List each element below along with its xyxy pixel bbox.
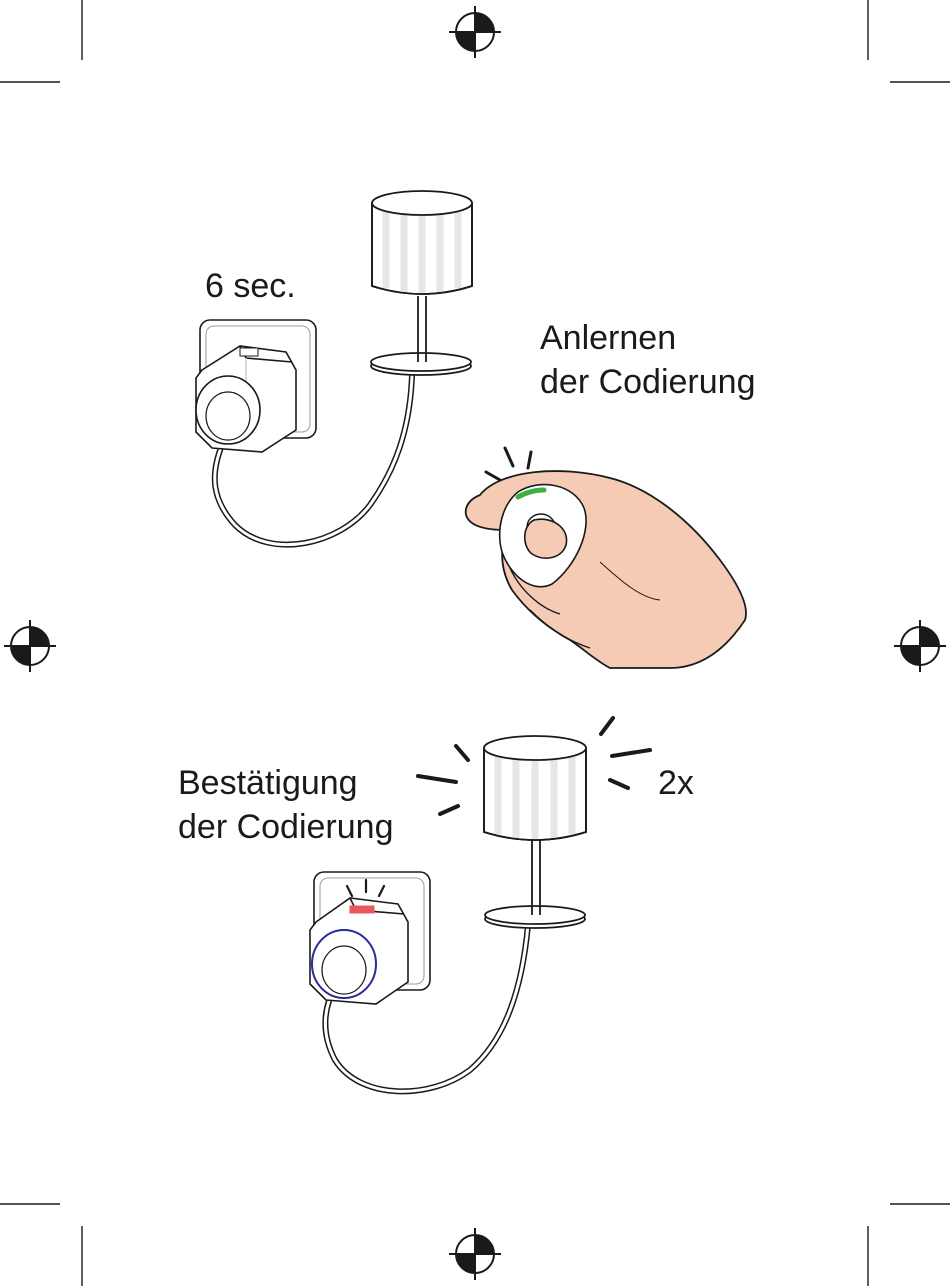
confirm-coding-label: Bestätigung der Codierung xyxy=(178,761,393,849)
registration-mark-icon xyxy=(449,6,501,58)
duration-label: 6 sec. xyxy=(205,264,296,308)
lamp-icon xyxy=(484,736,586,928)
plug-adapter-icon xyxy=(196,320,316,452)
lamp-icon xyxy=(371,191,472,375)
confirm-coding-line-2: der Codierung xyxy=(178,805,393,849)
confirm-coding-line-1: Bestätigung xyxy=(178,761,393,805)
learn-coding-line-2: der Codierung xyxy=(540,360,755,404)
blink-count-label: 2x xyxy=(658,761,694,805)
registration-mark-icon xyxy=(894,620,946,672)
plug-adapter-icon xyxy=(310,872,430,1004)
learn-coding-label: Anlernen der Codierung xyxy=(540,316,755,404)
registration-mark-icon xyxy=(449,1228,501,1280)
hand-remote-icon xyxy=(466,471,746,668)
registration-mark-icon xyxy=(4,620,56,672)
learn-coding-line-1: Anlernen xyxy=(540,316,755,360)
